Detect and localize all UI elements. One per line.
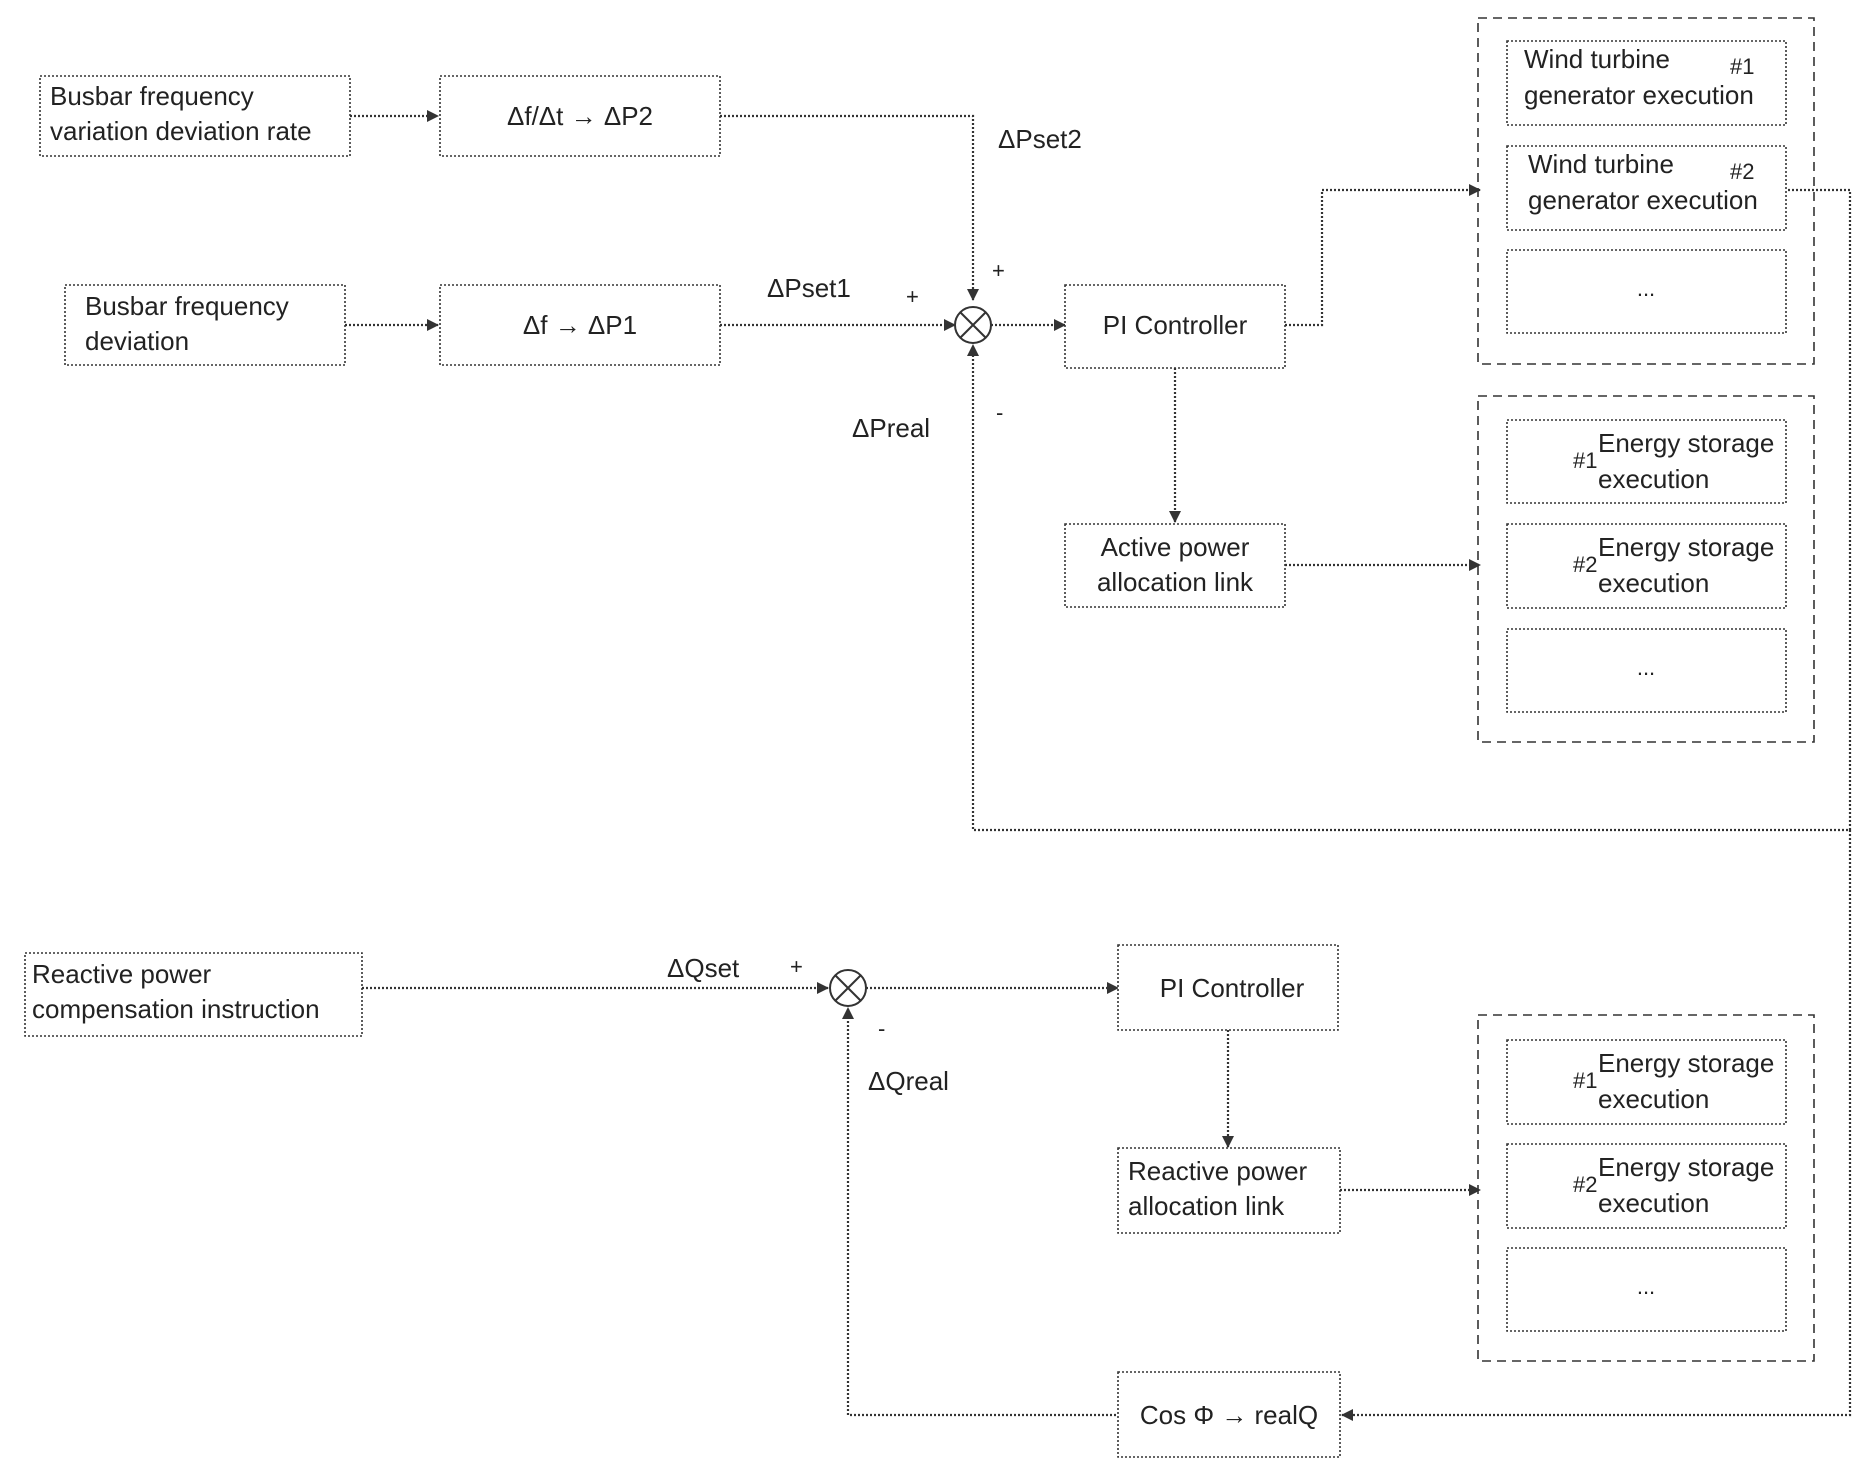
busbar-dev-line1: Busbar frequency [85,291,289,321]
storage-a1-num: #1 [1573,448,1597,473]
energy-storage-active-1-block: #1 Energy storage execution [1507,420,1786,503]
sum1-bottom-sign: - [996,400,1003,425]
busbar-dev-line2: deviation [85,326,189,356]
busbar-rate-line2: variation deviation rate [50,116,312,146]
storage-r2-line1: Energy storage [1598,1152,1774,1182]
storage-r2-line2: execution [1598,1188,1709,1218]
storage-a1-line2: execution [1598,464,1709,494]
reactive-power-allocation-block: Reactive power allocation link [1118,1148,1340,1233]
pi-controller-reactive-block: PI Controller [1118,945,1338,1030]
wind2-num: #2 [1730,159,1754,184]
wind-more-text: ... [1637,276,1655,301]
storage-a2-line1: Energy storage [1598,532,1774,562]
busbar-frequency-rate-block: Busbar frequency variation deviation rat… [40,76,350,156]
sum2-left-sign: + [790,954,803,979]
wind2-line1: Wind turbine [1528,149,1674,179]
signal-pset1: ΔPset1 [767,273,851,303]
pi-controller-active-label: PI Controller [1103,310,1248,340]
active-power-allocation-block: Active power allocation link [1065,524,1285,607]
energy-storage-reactive-group: #1 Energy storage execution #2 Energy st… [1478,1015,1814,1361]
busbar-rate-line1: Busbar frequency [50,81,254,111]
storage-r1-num: #1 [1573,1068,1597,1093]
signal-qset: ΔQset [667,953,740,983]
pi-controller-active-block: PI Controller [1065,285,1285,368]
energy-storage-reactive-1-block: #1 Energy storage execution [1507,1040,1786,1124]
energy-storage-reactive-2-block: #2 Energy storage execution [1507,1144,1786,1228]
storage-r2-num: #2 [1573,1172,1597,1197]
sum1-top-sign: + [992,258,1005,283]
storage-r-more-text: ... [1637,1274,1655,1299]
cos-to-realq-block: Cos Φ → realQ [1118,1372,1340,1457]
rpa-line1: Reactive power [1128,1156,1308,1186]
signal-preal: ΔPreal [852,413,930,443]
energy-storage-active-group: #1 Energy storage execution #2 Energy st… [1478,396,1814,742]
wind1-num: #1 [1730,54,1754,79]
energy-storage-reactive-more-block: ... [1507,1248,1786,1331]
storage-a2-num: #2 [1573,552,1597,577]
wind-turbine-2-block: Wind turbine #2 generator execution [1507,146,1786,230]
summing-junction-active [955,307,991,343]
pi-controller-reactive-label: PI Controller [1160,973,1305,1003]
signal-qreal: ΔQreal [868,1066,949,1096]
cos-label: Cos Φ → realQ [1140,1400,1318,1430]
wind1-line1: Wind turbine [1524,44,1670,74]
wind-turbine-more-block: ... [1507,250,1786,333]
reactive-instr-line2: compensation instruction [32,994,320,1024]
energy-storage-active-2-block: #2 Energy storage execution [1507,524,1786,608]
signal-pset2: ΔPset2 [998,124,1082,154]
wind2-line2: generator execution [1528,185,1758,215]
storage-a-more-text: ... [1637,655,1655,680]
df-dt-to-dp2-block: Δf/Δt → ΔP2 [440,76,720,156]
storage-r1-line1: Energy storage [1598,1048,1774,1078]
apa-line2: allocation link [1097,567,1254,597]
reactive-instr-line1: Reactive power [32,959,212,989]
reactive-power-instruction-block: Reactive power compensation instruction [25,953,362,1036]
wind-turbine-1-block: Wind turbine #1 generator execution [1507,41,1786,125]
energy-storage-active-more-block: ... [1507,629,1786,712]
df-label: Δf → ΔP1 [523,310,637,340]
storage-a1-line1: Energy storage [1598,428,1774,458]
wind1-line2: generator execution [1524,80,1754,110]
sum1-left-sign: + [906,284,919,309]
sum2-bottom-sign: - [878,1016,885,1041]
df-dt-label: Δf/Δt → ΔP2 [507,101,653,131]
busbar-frequency-deviation-block: Busbar frequency deviation [65,285,345,365]
apa-line1: Active power [1101,532,1250,562]
df-to-dp1-block: Δf → ΔP1 [440,285,720,365]
wire-pi1-to-wind [1285,190,1480,325]
storage-a2-line2: execution [1598,568,1709,598]
wind-turbine-group: Wind turbine #1 generator execution Wind… [1478,18,1814,364]
summing-junction-reactive [830,970,866,1006]
rpa-line2: allocation link [1128,1191,1285,1221]
storage-r1-line2: execution [1598,1084,1709,1114]
